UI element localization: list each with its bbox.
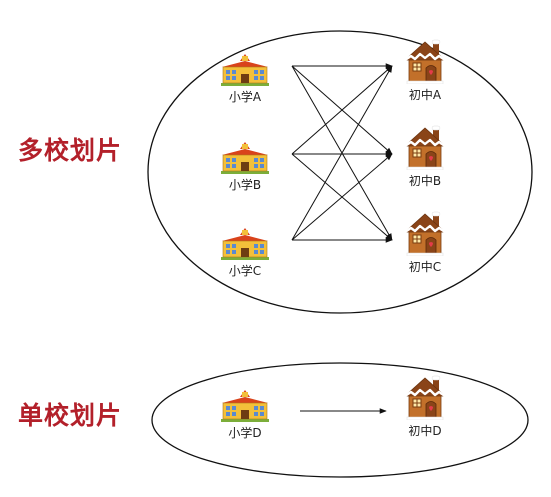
middle-school-node: 初中D: [390, 374, 460, 439]
school-building-icon: [210, 226, 280, 260]
single-school-ellipse: [151, 362, 529, 478]
gingerbread-house-icon: [390, 374, 460, 420]
middle-school-label: 初中A: [408, 88, 442, 102]
assignment-arrow: [291, 65, 393, 155]
assignment-arrow: [291, 65, 393, 241]
multi-school-label: 多校划片: [18, 136, 123, 165]
middle-school-node: 初中B: [390, 124, 460, 189]
primary-school-label: 小学D: [228, 426, 262, 440]
multi-school-ellipse: [147, 30, 533, 314]
primary-school-node: 小学B: [210, 140, 280, 193]
primary-school-label: 小学B: [228, 178, 262, 192]
gingerbread-house-icon: [390, 38, 460, 84]
middle-school-node: 初中C: [390, 210, 460, 275]
school-building-icon: [210, 52, 280, 86]
gingerbread-house-icon: [390, 124, 460, 170]
middle-school-label: 初中D: [408, 424, 442, 438]
primary-school-node: 小学C: [210, 226, 280, 279]
school-building-icon: [210, 388, 280, 422]
primary-school-label: 小学C: [228, 264, 262, 278]
middle-school-node: 初中A: [390, 38, 460, 103]
primary-school-label: 小学A: [228, 90, 262, 104]
arrow-group: [291, 63, 393, 414]
gingerbread-house-icon: [390, 210, 460, 256]
primary-school-node: 小学D: [210, 388, 280, 441]
school-building-icon: [210, 140, 280, 174]
middle-school-label: 初中C: [408, 260, 442, 274]
single-school-label: 单校划片: [18, 401, 123, 430]
assignment-arrow: [291, 153, 393, 241]
primary-school-node: 小学A: [210, 52, 280, 105]
middle-school-label: 初中B: [408, 174, 442, 188]
